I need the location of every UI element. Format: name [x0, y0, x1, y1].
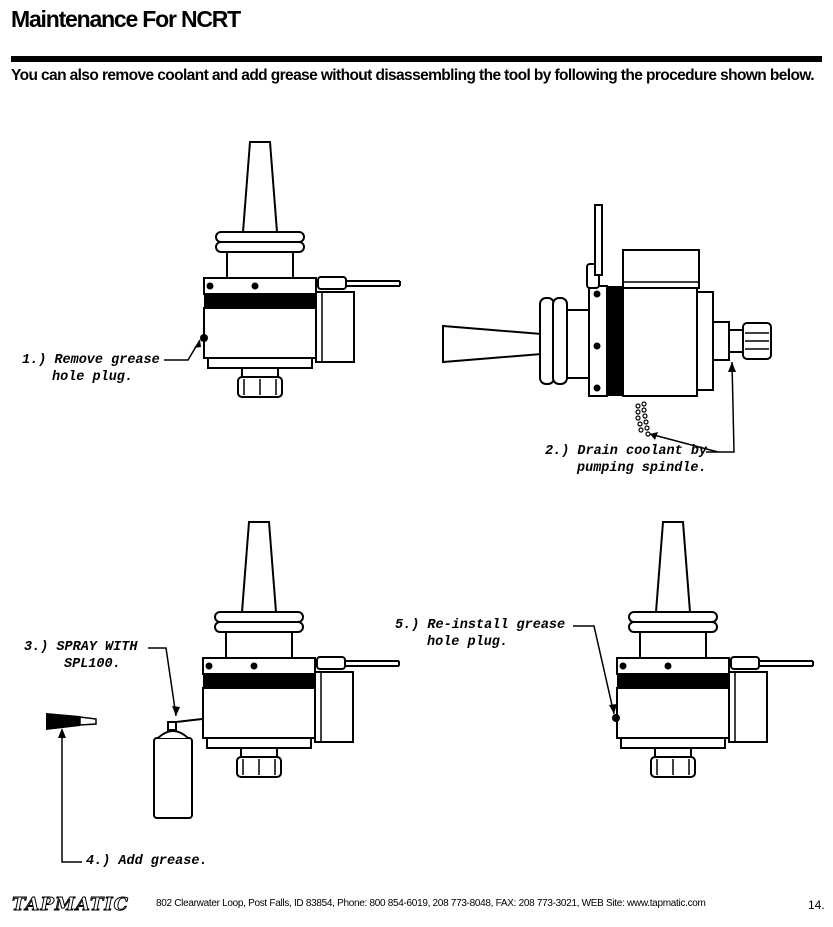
page-title: Maintenance For NCRT	[11, 6, 241, 32]
page-number: 14.	[808, 898, 825, 912]
figure-rotated-tool	[442, 204, 772, 437]
step-1-line1: 1.) Remove grease	[22, 353, 160, 368]
step-3-line1: 3.) SPRAY WITH	[24, 640, 138, 655]
step-5-callout: 5.) Re-install grease hole plug.	[395, 617, 565, 651]
grease-nozzle	[46, 713, 97, 730]
step-3-callout: 3.) SPRAY WITH SPL100.	[24, 639, 137, 673]
intro-text: You can also remove coolant and add grea…	[11, 67, 815, 84]
step-2-line2: pumping spindle.	[577, 461, 707, 476]
step-4-callout: 4.) Add grease.	[86, 853, 208, 870]
spray-can	[153, 718, 203, 819]
step-2-line1: 2.) Drain coolant by	[545, 444, 708, 459]
step-4-line1: 4.) Add grease.	[86, 854, 208, 869]
step-3-line2: SPL100.	[64, 657, 121, 672]
step-5-line1: 5.) Re-install grease	[395, 618, 566, 633]
step-5-line2: hole plug.	[427, 635, 509, 650]
footer-address: 802 Clearwater Loop, Post Falls, ID 8385…	[156, 898, 706, 909]
step-2-callout: 2.) Drain coolant by pumping spindle.	[545, 443, 707, 477]
tapmatic-logo: TAPMATIC	[12, 894, 129, 916]
title-divider	[11, 56, 822, 62]
step-1-callout: 1.) Remove grease hole plug.	[22, 352, 160, 386]
step-1-line2: hole plug.	[52, 370, 134, 385]
